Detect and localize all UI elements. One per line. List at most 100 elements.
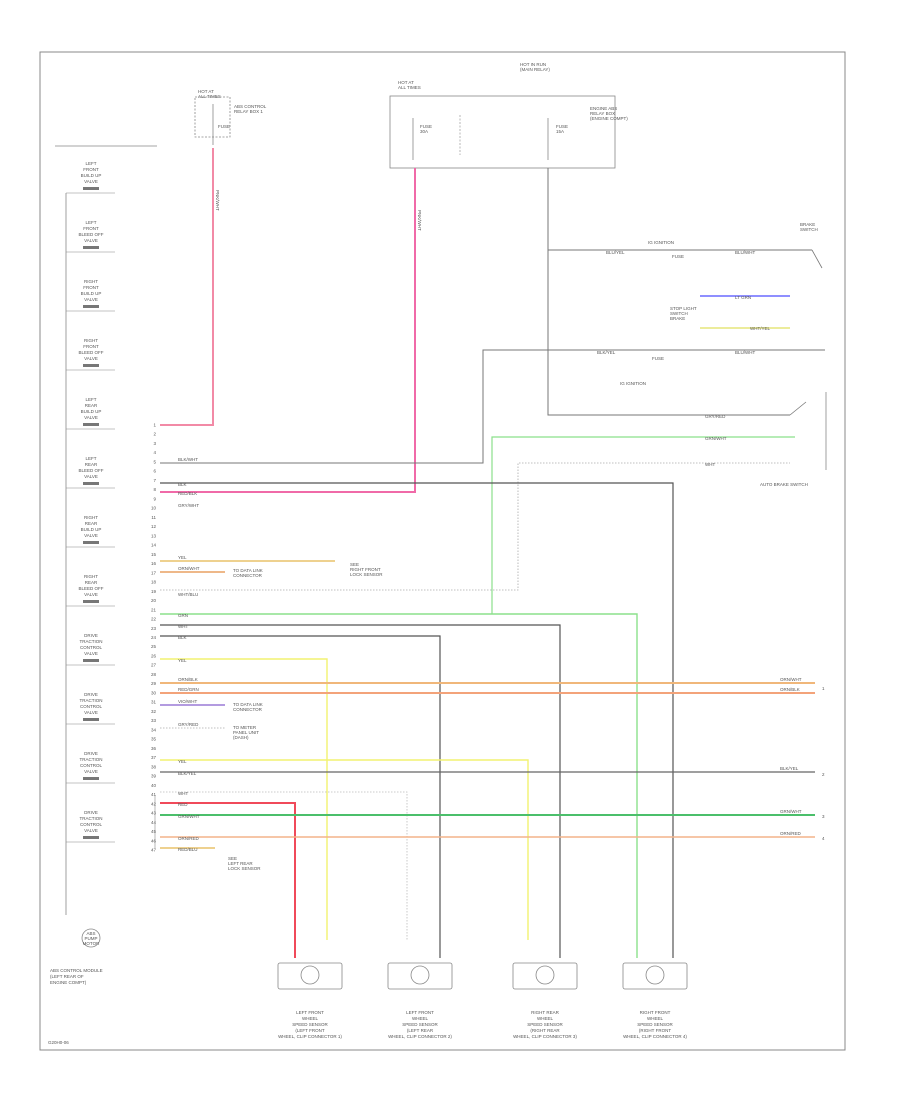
brake-switch-arm <box>811 249 823 269</box>
pin-number: 13 <box>151 533 157 538</box>
note-rf-1: SEE <box>350 562 359 567</box>
edge-orn2: ORN/BLK <box>780 687 800 692</box>
pin-number: 17 <box>151 570 157 575</box>
wire-pink-left <box>160 148 214 426</box>
component-label: VALVE <box>84 533 98 538</box>
component-label: VALVE <box>84 710 98 715</box>
component-label: BLEED OFF <box>78 232 103 237</box>
pin-number: 10 <box>151 506 157 511</box>
fuse-box-right-hot-1: HOT AT <box>398 80 414 85</box>
fuse-box-right-fuse1-a: FUSE <box>420 124 432 129</box>
sensor-body <box>622 962 688 990</box>
sensor-label: (LEFT FRONT <box>295 1028 324 1033</box>
sensor-label: WHEEL, CLIP CONNECTOR 3) <box>513 1034 577 1039</box>
component-label: RIGHT <box>84 338 98 343</box>
wire-vio-label: VIO/WHT <box>178 699 197 704</box>
edge-grn: GRN/WHT <box>780 809 802 814</box>
sensor-label: SPEED SENSOR <box>637 1022 673 1027</box>
component-label: LEFT <box>85 220 96 225</box>
fuse-box-right-side-3: (ENGINE COMPT) <box>590 116 628 121</box>
wire-wht2-label: WHT <box>705 462 715 467</box>
pin-number: 8 <box>153 487 156 492</box>
wire-yel2-label: YEL <box>178 658 187 663</box>
pin-number: 33 <box>151 718 157 723</box>
note-lr-2: LEFT REAR <box>228 861 253 866</box>
component-label: TRACTION <box>80 639 103 644</box>
sensor-label: LEFT FRONT <box>296 1010 324 1015</box>
component-label: BLEED OFF <box>78 468 103 473</box>
pin-number: 21 <box>151 607 157 612</box>
component-label: REAR <box>85 580 98 585</box>
pin-number: 1 <box>153 423 156 428</box>
sensor-coil <box>645 965 665 985</box>
component-label: BLEED OFF <box>78 350 103 355</box>
fuse-a: FUSE <box>672 254 684 259</box>
pin-number: 39 <box>151 774 157 779</box>
edge-blk: BLK/YEL <box>780 766 799 771</box>
note-gauge-2: PANEL UNIT <box>233 730 259 735</box>
fuse-box-right-run-1: HOT IN RUN <box>520 62 546 67</box>
sensor-label: (RIGHT FRONT <box>639 1028 671 1033</box>
note-dlc2-2: CONNECTOR <box>233 707 263 712</box>
stop-light-1: STOP LIGHT <box>670 306 697 311</box>
pin-number: 19 <box>151 589 157 594</box>
wire-blue-label: LT GRN <box>735 295 751 300</box>
component-label: BUILD UP <box>81 527 102 532</box>
ignition-2: IG IGNITION <box>620 381 646 386</box>
component-coil <box>83 777 99 780</box>
wire-wht-yel-label: WHT/YEL <box>750 326 770 331</box>
sensor-label: WHEEL <box>302 1016 319 1021</box>
sensor-coil <box>410 965 430 985</box>
sensor-label: RIGHT REAR <box>531 1010 559 1015</box>
fuse-b: FUSE <box>652 356 664 361</box>
wire-blu-wht: BLU/WHT <box>735 250 756 255</box>
sensor-label: LEFT FRONT <box>406 1010 434 1015</box>
wire-yellow-rr <box>160 759 529 940</box>
pin-number: 38 <box>151 764 157 769</box>
pin-number: 32 <box>151 709 157 714</box>
component-coil <box>83 836 99 839</box>
note-rf-3: LOCK SENSOR <box>350 572 383 577</box>
edge-ref3: 3 <box>822 814 825 819</box>
pin-number: 9 <box>153 496 156 501</box>
footer-code: G20H0-06 <box>48 1040 69 1045</box>
fuse-box-left-hot-2: ALL TIMES <box>198 94 221 99</box>
wire-gry-red2-label: GRY/RED <box>178 722 199 727</box>
pin-number: 36 <box>151 746 157 751</box>
sensor-body <box>387 962 453 990</box>
component-coil <box>83 305 99 308</box>
wire-wht2b-label: WHT <box>178 791 188 796</box>
component-coil <box>83 246 99 249</box>
wire-blk-wht-top: BLU/WHT <box>735 350 756 355</box>
component-label: VALVE <box>84 297 98 302</box>
fuse-box-left-fuse: FUSE <box>218 124 230 129</box>
pin-number: 31 <box>151 700 157 705</box>
note-gauge-3: (DASH) <box>233 735 249 740</box>
wire-orn-wht-label: ORN/WHT <box>178 566 200 571</box>
sensor-coil <box>535 965 555 985</box>
pin-number: 40 <box>151 783 157 788</box>
pin-number: 3 <box>153 441 156 446</box>
motor-label-3: MOTOR <box>83 941 100 946</box>
wire-black-rf <box>160 482 674 958</box>
fuse-box-left-side-2: RELAY BOX 1 <box>234 109 263 114</box>
wire-yel3-label: YEL <box>178 759 187 764</box>
component-label: REAR <box>85 462 98 467</box>
component-coil <box>83 600 99 603</box>
pin-number: 27 <box>151 663 157 668</box>
component-label: REAR <box>85 521 98 526</box>
motor-label-2: PUMP <box>84 936 97 941</box>
pin-number: 45 <box>151 829 157 834</box>
fuse-box-right: HOT AT ALL TIMES HOT IN RUN (MAIN RELAY)… <box>389 62 628 169</box>
component-label: DRIVE <box>84 692 98 697</box>
pin-number: 5 <box>153 459 156 464</box>
edge-orn1: ORN/WHT <box>780 677 802 682</box>
